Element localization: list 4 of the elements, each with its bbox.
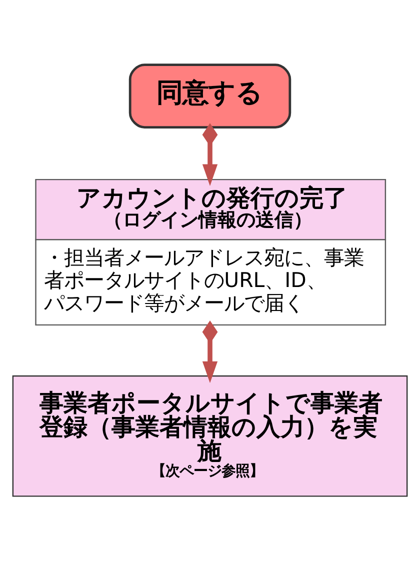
arrow — [202, 320, 218, 384]
node-box: 同意する — [128, 64, 292, 128]
arrow — [202, 123, 218, 186]
node-box: 事業者ポータルサイトで事業者登録（事業者情報の入力）を実施 【次ページ参照】 — [12, 375, 408, 497]
